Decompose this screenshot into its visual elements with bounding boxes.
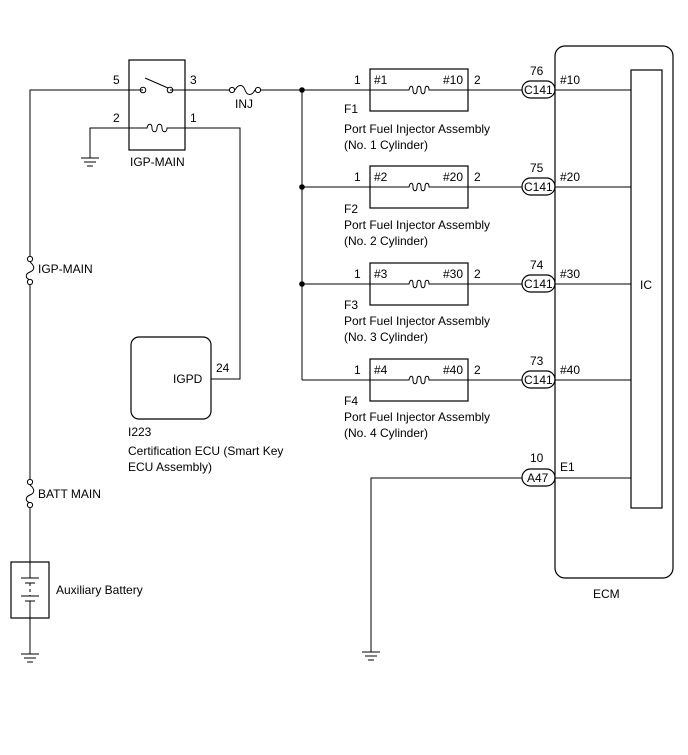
fuse-igp-main-label: IGP-MAIN — [38, 262, 93, 276]
injector-1-ecm-terminal: #10 — [560, 73, 580, 87]
injector-2 — [302, 165, 631, 209]
injector-2-pin-out: 2 — [474, 170, 481, 184]
injector-4-code: F4 — [344, 394, 358, 408]
injector-1-connector: C141 — [524, 83, 553, 97]
relay-pin-1: 1 — [190, 111, 197, 125]
cert-ecu-name-line1: Certification ECU (Smart Key — [128, 444, 283, 458]
injector-2-name-line2: (No. 2 Cylinder) — [344, 234, 428, 248]
injector-4-ecm-terminal: #40 — [560, 363, 580, 377]
injector-1-pin-in: 1 — [354, 73, 361, 87]
relay-ground — [81, 127, 129, 167]
injector-1-ecm-pin: 76 — [530, 64, 544, 78]
injector-3-ecm-terminal: #30 — [560, 267, 580, 281]
left-power-line — [25, 89, 143, 562]
injector-2-code: F2 — [344, 202, 358, 216]
inj-fuse — [170, 85, 302, 95]
igpd-wire — [185, 127, 241, 380]
injector-3-left-label: #3 — [374, 267, 388, 281]
injector-1-pin-out: 2 — [474, 73, 481, 87]
relay-pin-3: 3 — [190, 73, 197, 87]
injector-3-pin-out: 2 — [474, 267, 481, 281]
certification-ecu — [130, 336, 212, 420]
cert-ecu-code: I223 — [128, 425, 152, 439]
injector-2-right-label: #20 — [443, 170, 463, 184]
ic-label: IC — [640, 278, 652, 292]
injector-2-connector: C141 — [524, 180, 553, 194]
injector-4-right-label: #40 — [443, 363, 463, 377]
ecm-label: ECM — [593, 587, 620, 601]
ecm-ground-pin: 10 — [530, 451, 544, 465]
injector-3-ecm-pin: 74 — [530, 258, 544, 272]
injector-4-pin-in: 1 — [354, 363, 361, 377]
injector-4-pin-out: 2 — [474, 363, 481, 377]
auxiliary-battery — [10, 561, 50, 663]
injector-1-right-label: #10 — [443, 73, 463, 87]
relay-pin-5: 5 — [113, 73, 120, 87]
injector-4-name-line2: (No. 4 Cylinder) — [344, 426, 428, 440]
igp-main-relay: IGP-MAIN 5 3 2 1 — [113, 59, 197, 169]
injector-1 — [302, 68, 631, 112]
relay-pin-2: 2 — [113, 111, 120, 125]
injector-2-name-line1: Port Fuel Injector Assembly — [344, 218, 490, 232]
injector-3-right-label: #30 — [443, 267, 463, 281]
injector-3-name-line2: (No. 3 Cylinder) — [344, 330, 428, 344]
injector-1-name-line2: (No. 1 Cylinder) — [344, 138, 428, 152]
relay-switch-arm — [144, 77, 169, 89]
ecm-ground-terminal: E1 — [560, 460, 575, 474]
ecm-box — [554, 45, 674, 579]
injector-bus — [299, 87, 305, 380]
injector-2-ecm-pin: 75 — [530, 161, 544, 175]
injector-2-ecm-terminal: #20 — [560, 170, 580, 184]
injector-3-code: F3 — [344, 298, 358, 312]
injector-3-connector: C141 — [524, 277, 553, 291]
injector-1-left-label: #1 — [374, 73, 388, 87]
injector-4-left-label: #4 — [374, 363, 388, 377]
relay-name: IGP-MAIN — [130, 155, 185, 169]
relay-box — [128, 59, 186, 151]
injector-4-ecm-pin: 73 — [530, 354, 544, 368]
injector-4-connector: C141 — [524, 373, 553, 387]
fuse-batt-main-label: BATT MAIN — [38, 487, 101, 501]
cert-ecu-pin: 24 — [216, 361, 230, 375]
fuse-inj-label: INJ — [235, 97, 253, 111]
ic-box — [630, 69, 663, 509]
injector-1-name-line1: Port Fuel Injector Assembly — [344, 122, 490, 136]
cert-ecu-name-line2: ECU Assembly) — [128, 460, 212, 474]
injector-4-name-line1: Port Fuel Injector Assembly — [344, 410, 490, 424]
injector-2-left-label: #2 — [374, 170, 388, 184]
relay-coil — [129, 123, 185, 133]
injector-2-pin-in: 1 — [354, 170, 361, 184]
ecm — [554, 45, 674, 579]
cert-ecu-terminal: IGPD — [173, 372, 203, 386]
battery-label: Auxiliary Battery — [56, 583, 143, 597]
ecm-ground-circuit — [362, 468, 631, 661]
injector-3-pin-in: 1 — [354, 267, 361, 281]
ecm-ground-connector: A47 — [527, 471, 549, 485]
injector-1-code: F1 — [344, 102, 358, 116]
injector-3-name-line1: Port Fuel Injector Assembly — [344, 314, 490, 328]
